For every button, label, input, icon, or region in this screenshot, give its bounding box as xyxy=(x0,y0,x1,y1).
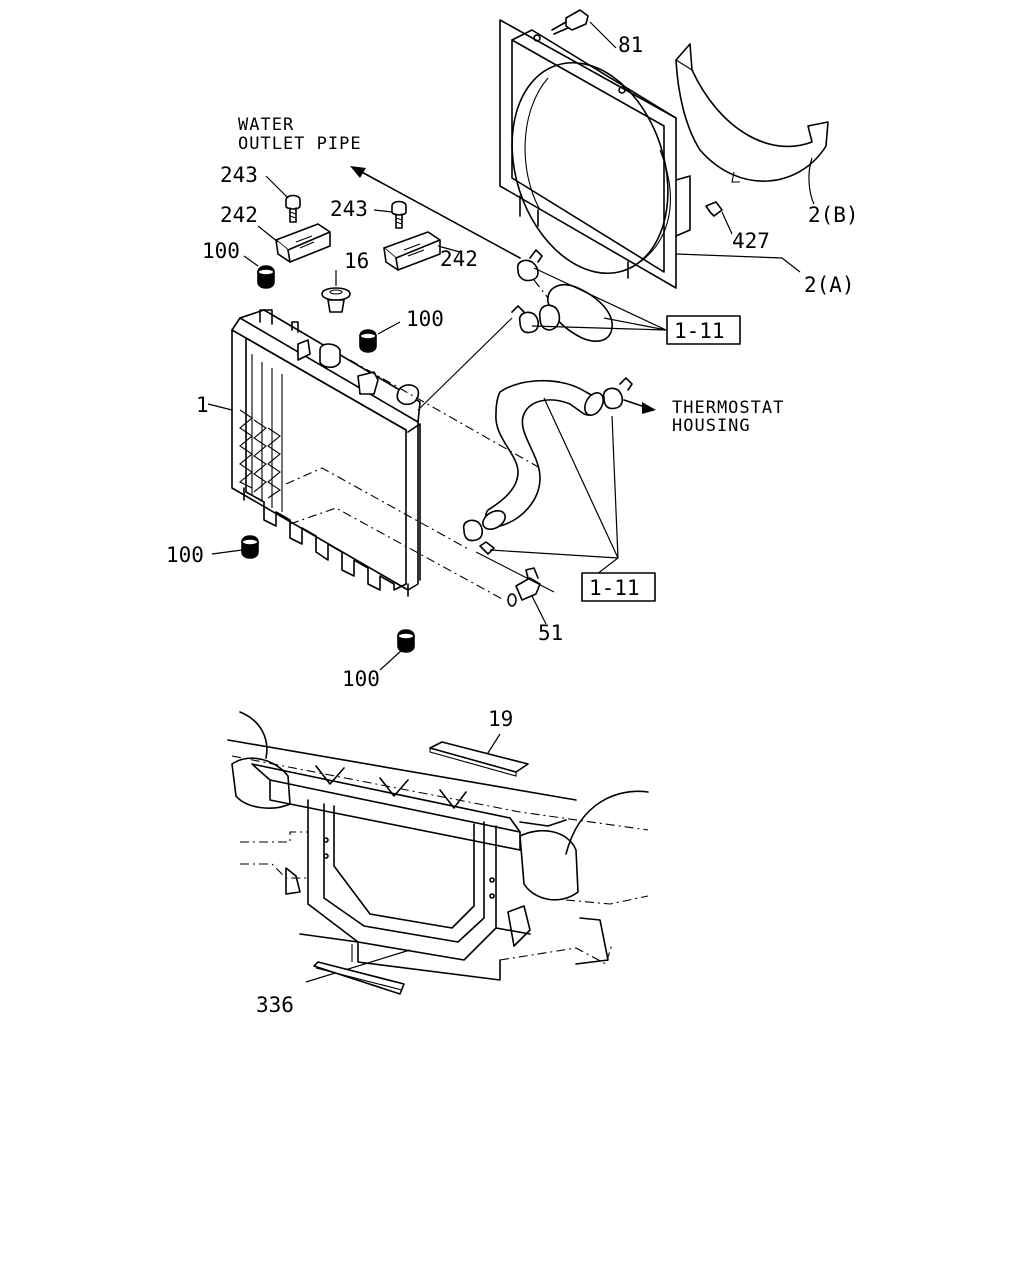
bolt-81-icon xyxy=(551,9,589,35)
phantom-lines-upper xyxy=(285,317,555,601)
callout-19: 19 xyxy=(488,707,513,731)
callout-16: 16 xyxy=(344,249,369,273)
nameplate-19-icon xyxy=(429,741,529,777)
callout-2b: 2(B) xyxy=(808,203,859,227)
bolt-243-right-icon xyxy=(391,200,407,229)
radiator-cap-16-icon xyxy=(321,287,351,313)
fan-shroud xyxy=(499,19,691,289)
arrow-to-thermostat-icon xyxy=(623,399,656,414)
callout-100-top-left: 100 xyxy=(202,239,240,263)
callout-243-left: 243 xyxy=(220,163,258,187)
water-outlet-label-line2: OUTLET PIPE xyxy=(238,134,362,154)
water-outlet-label-line1: WATER xyxy=(238,115,294,135)
bracket-242-left-icon xyxy=(275,223,331,263)
bracket-242-right-icon xyxy=(383,231,441,271)
fan-shroud-lower xyxy=(675,43,829,183)
arrow-to-water-outlet-icon xyxy=(350,166,521,259)
ref-upper: 1-11 xyxy=(674,319,725,343)
cushion-100-top-left-icon xyxy=(257,265,275,289)
callout-336: 336 xyxy=(256,993,294,1017)
drain-cock-51-icon xyxy=(507,567,541,607)
callout-51: 51 xyxy=(538,621,563,645)
callout-2a: 2(A) xyxy=(804,273,855,297)
labels: WATER OUTLET PIPE THERMOSTAT HOUSING 81 … xyxy=(166,33,859,1017)
callout-81: 81 xyxy=(618,33,643,57)
callout-100-bottom-left: 100 xyxy=(166,543,204,567)
upper-hose xyxy=(511,249,613,342)
leader-lines xyxy=(207,21,815,983)
callout-242-left: 242 xyxy=(220,203,258,227)
ref-box-upper xyxy=(666,315,741,345)
radiator xyxy=(231,309,421,597)
callout-1: 1 xyxy=(196,393,209,417)
callout-243-right: 243 xyxy=(330,197,368,221)
clip-427-icon xyxy=(705,201,723,217)
cushion-100-bottom-icon xyxy=(397,629,415,653)
cushion-100-top-right-icon xyxy=(359,329,377,353)
callout-427: 427 xyxy=(732,229,770,253)
ref-box-lower xyxy=(581,572,656,602)
thermostat-label-line2: HOUSING xyxy=(672,416,751,436)
strip-336-icon xyxy=(313,961,405,995)
bolt-243-left-icon xyxy=(285,194,301,223)
cushion-100-bottom-left-icon xyxy=(241,535,259,559)
callout-100-bottom: 100 xyxy=(342,667,380,691)
thermostat-label-line1: THERMOSTAT xyxy=(672,398,784,418)
ref-lower: 1-11 xyxy=(589,576,640,600)
callout-242-right: 242 xyxy=(440,247,478,271)
lower-hose xyxy=(462,377,633,555)
front-end-panel xyxy=(227,711,649,981)
callout-100-top-right: 100 xyxy=(406,307,444,331)
